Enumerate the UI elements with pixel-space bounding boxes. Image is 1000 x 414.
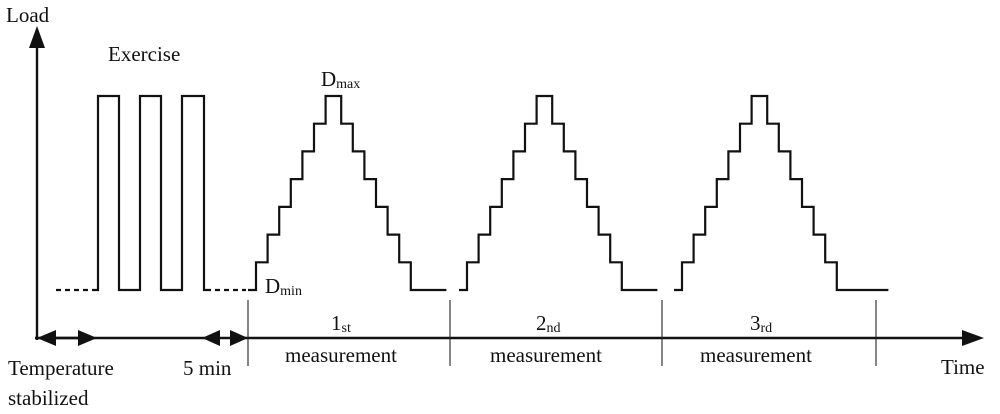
interval-arrows bbox=[37, 330, 248, 346]
dmax-sub: max bbox=[336, 77, 360, 92]
measurement-2-num: 2 bbox=[536, 311, 547, 335]
measurement-1-num: 1 bbox=[331, 311, 342, 335]
x-axis-arrow bbox=[962, 330, 984, 346]
dmax-label: Dmax bbox=[321, 67, 360, 92]
dmax-main: D bbox=[321, 67, 336, 91]
y-axis-arrow bbox=[29, 26, 45, 48]
staircase-traces bbox=[248, 94, 889, 292]
measurement-3-ordinal: 3rd bbox=[750, 311, 772, 336]
measurement-2-ordinal: 2nd bbox=[536, 311, 561, 336]
temperature-label-line1: Temperature bbox=[8, 356, 114, 380]
staircase-trace-1 bbox=[248, 94, 447, 292]
x-axis-label: Time bbox=[941, 355, 985, 379]
rest-interval-label: 5 min bbox=[183, 356, 232, 380]
measurement-3-num: 3 bbox=[750, 311, 761, 335]
rest-interval-arrow-left bbox=[202, 330, 220, 346]
exercise-pulses bbox=[56, 94, 246, 292]
measurement-2-label: measurement bbox=[490, 343, 602, 367]
temp-interval-arrow-left bbox=[37, 330, 56, 346]
measurement-dividers bbox=[247, 300, 877, 366]
axes bbox=[29, 26, 984, 346]
measurement-1-suffix: st bbox=[342, 321, 351, 336]
staircase-trace-2 bbox=[459, 94, 658, 292]
measurement-3-label: measurement bbox=[700, 343, 812, 367]
exercise-label: Exercise bbox=[108, 42, 180, 66]
measurement-1-label: measurement bbox=[285, 343, 397, 367]
y-axis-label: Load bbox=[6, 3, 50, 27]
measurement-3-suffix: rd bbox=[761, 321, 773, 336]
exercise-pulse-train bbox=[96, 94, 206, 292]
dmin-main: D bbox=[265, 274, 280, 298]
temperature-label-line2: stabilized bbox=[8, 386, 89, 410]
measurement-1: 1st measurement bbox=[285, 311, 397, 367]
measurement-2: 2nd measurement bbox=[490, 311, 602, 367]
rest-interval-arrow-right bbox=[230, 330, 248, 346]
dmin-sub: min bbox=[280, 284, 302, 299]
measurement-1-ordinal: 1st bbox=[331, 311, 351, 336]
temp-interval-arrow-right bbox=[78, 330, 97, 346]
staircase-trace-3 bbox=[674, 94, 889, 292]
measurement-3: 3rd measurement bbox=[700, 311, 812, 367]
measurement-2-suffix: nd bbox=[547, 321, 561, 336]
dmin-label: Dmin bbox=[265, 274, 302, 299]
